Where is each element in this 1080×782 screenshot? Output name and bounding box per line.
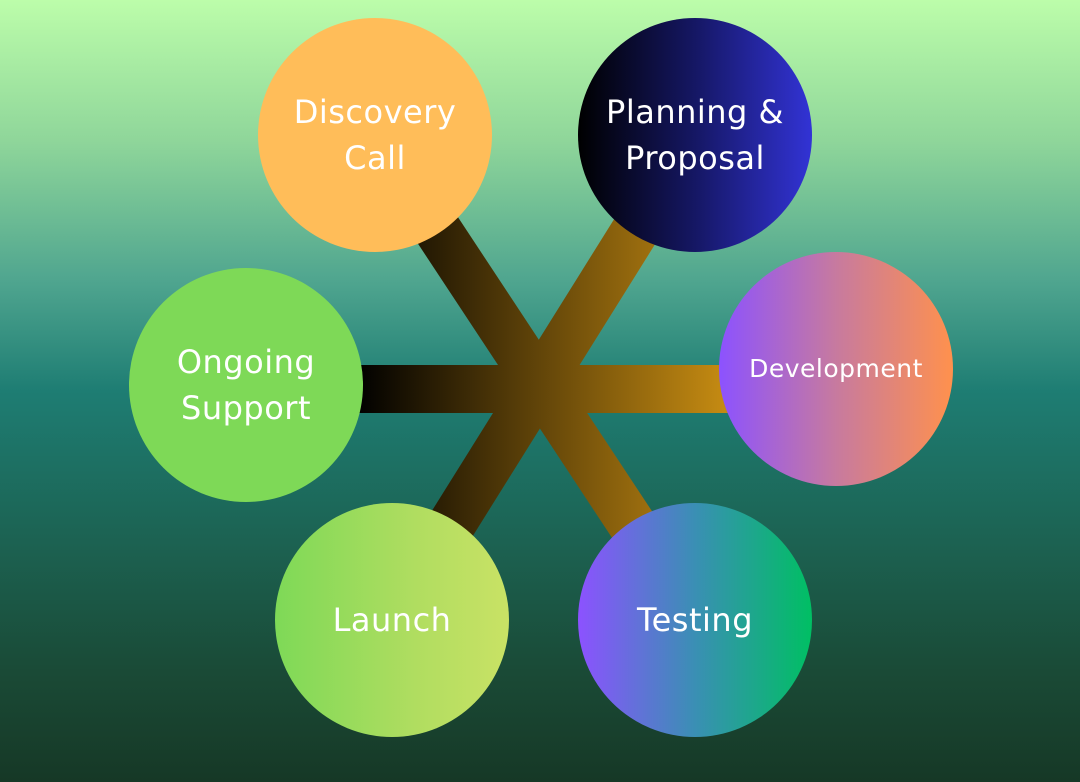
node-label: Launch [332,601,452,639]
node-launch: Launch [275,503,509,737]
node-label: Testing [637,601,753,639]
node-label: Discovery Call [293,93,457,177]
node-label: Ongoing Support [176,343,316,427]
node-ongoing-support: Ongoing Support [129,268,363,502]
node-discovery-call: Discovery Call [258,18,492,252]
node-development: Development [719,252,953,486]
node-testing: Testing [578,503,812,737]
node-label: Planning & Proposal [606,93,784,177]
node-label: Development [749,354,923,383]
node-planning-proposal: Planning & Proposal [578,18,812,252]
